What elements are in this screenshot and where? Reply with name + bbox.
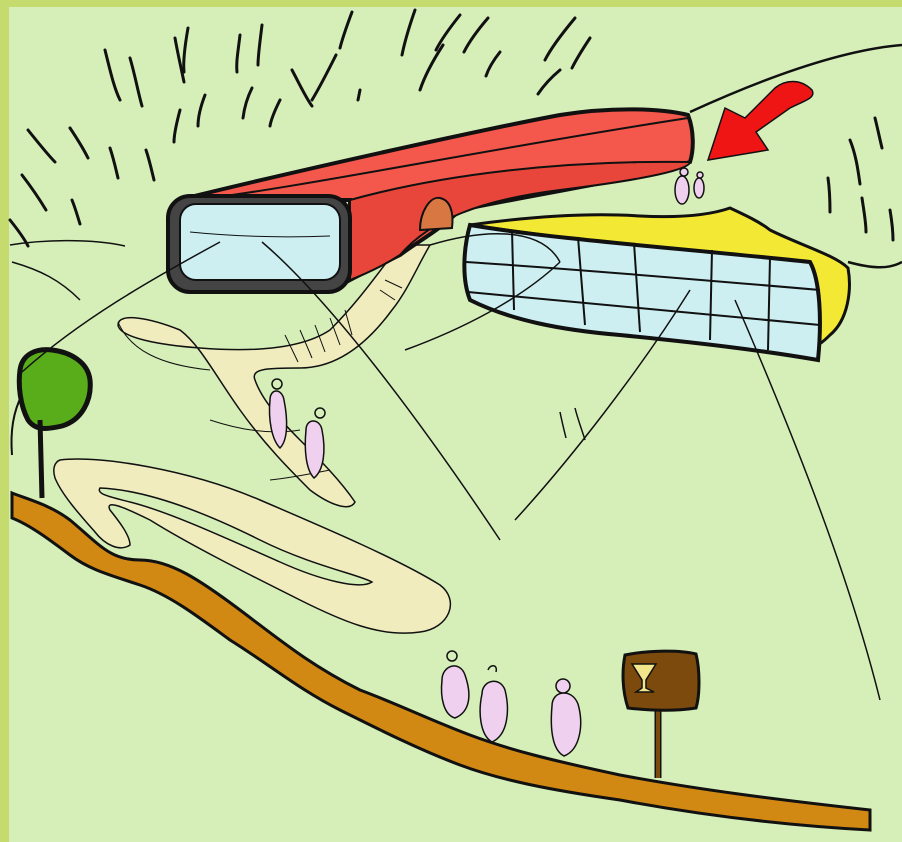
- red-arrow-icon: [706, 80, 814, 161]
- sign: [621, 649, 701, 778]
- path-lower-inner: [98, 487, 374, 586]
- distant-people: [674, 167, 705, 205]
- people-ground: [440, 650, 582, 757]
- people-path: [268, 378, 326, 480]
- sky-strokes: [8, 8, 895, 248]
- path-upper-edge: [117, 321, 331, 481]
- sight-lines: [21, 233, 881, 701]
- path-upper: [117, 244, 432, 508]
- horizon-left: [9, 239, 126, 247]
- building-door: [418, 196, 454, 232]
- tree: [10, 347, 93, 499]
- ground: [10, 490, 872, 832]
- red-building: [166, 107, 695, 294]
- glass-building: [462, 206, 851, 363]
- glass-icon: [630, 663, 658, 693]
- horizon-left-2: [11, 261, 81, 301]
- hill-line-right: [847, 260, 902, 269]
- path-stripes: [284, 279, 403, 363]
- hill-line: [689, 43, 902, 114]
